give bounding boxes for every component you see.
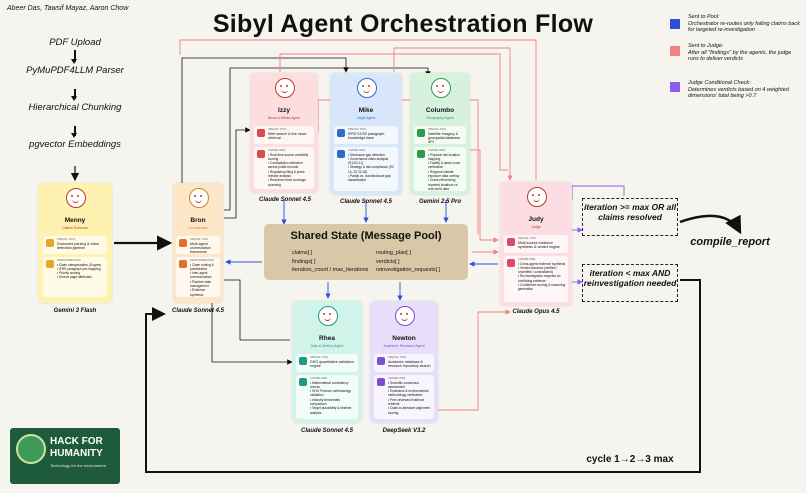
agent-role: News & Media Agent (267, 116, 301, 120)
tool-icon (257, 129, 265, 137)
cycle-label: cycle 1→2→3 max (586, 454, 674, 465)
agent-card-mike: Mike Legal Agent SPECIAL TOOL IFRS S1/S2… (330, 73, 402, 195)
izzy-avatar-icon (275, 78, 295, 98)
list-icon (337, 150, 345, 158)
agent-name: Izzy (278, 107, 290, 114)
compile-report: compile_report (690, 236, 770, 248)
legend-swatch-conditional (670, 82, 680, 92)
responsibilities: RESPONSIBILITIES Claim routing & priorit… (176, 257, 220, 297)
agent-card-bron: Bron Orchestrator SPECIAL TOOL Multi-age… (173, 183, 223, 303)
responsibilities: RESPONSIBILITIES Claim categorization (5… (43, 257, 107, 297)
pipeline-step-embeddings: pgvector Embeddings (29, 139, 121, 150)
menny-avatar-icon (66, 188, 86, 208)
pipeline-step-chunking: Hierarchical Chunking (28, 102, 122, 113)
list-icon (377, 378, 385, 386)
rhea-avatar-icon (318, 306, 338, 326)
agent-name: Mike (358, 107, 374, 114)
agent-name: Bron (190, 217, 206, 224)
agent-name: Menny (64, 217, 86, 224)
pipeline-arrow (71, 126, 77, 138)
legend-pool: Sent to Pool:Orchestrator re-routes only… (688, 14, 800, 34)
legend-conditional: Judge Conditional Check:Determines verdi… (688, 80, 789, 100)
agent-role: Legal Agent (356, 116, 376, 120)
tool-icon (377, 357, 385, 365)
tool-icon (337, 129, 345, 137)
legend-swatch-pool (670, 19, 680, 29)
special-tool: SPECIAL TOOL Multi-agent orchestration f… (176, 236, 220, 254)
columbo-avatar-icon (431, 78, 451, 98)
capabilities: CAPABILITIES Cross-agent evidence synthe… (504, 256, 568, 302)
tool-icon (417, 129, 425, 137)
pool-left-fields: claims[ ] findings[ ] iteration_count / … (292, 250, 369, 273)
agent-card-newton: Newton Academic Research Agent SPECIAL T… (370, 301, 438, 423)
special-tool: SPECIAL TOOL GHG quantitative validation… (296, 354, 358, 372)
pipeline-step-pdf-upload: PDF Upload (49, 37, 101, 48)
pool-title: Shared State (Message Pool) (290, 230, 442, 242)
bron-avatar-icon (189, 188, 209, 208)
special-tool: SPECIAL TOOL Web search & live news retr… (254, 126, 314, 144)
special-tool: SPECIAL TOOL Multi-source evidence synth… (504, 235, 568, 253)
model-menny: Gemini 3 Flash (53, 308, 97, 314)
agent-role: Orchestrator (188, 226, 208, 230)
agent-name: Newton (392, 335, 416, 342)
authors: Abeer Das, Tawsif Mayaz, Aaron Chow (7, 5, 129, 12)
special-tool: SPECIAL TOOL Document parsing & claim de… (43, 236, 107, 254)
newton-avatar-icon (395, 306, 415, 326)
model-judy: Claude Opus 4.5 (512, 309, 560, 315)
model-bron: Claude Sonnet 4.5 (171, 308, 224, 314)
pipeline-arrow (71, 50, 77, 64)
model-izzy: Claude Sonnet 4.5 (258, 197, 311, 203)
agent-role: Claims Extractor (62, 226, 88, 230)
legend-judge: Sent to Judge:After all "findings" by th… (688, 43, 792, 63)
list-icon (299, 378, 307, 386)
agent-name: Judy (528, 216, 544, 223)
pipeline-arrow (71, 89, 77, 101)
capabilities: CAPABILITIES Disclosure gap detectionGov… (334, 147, 398, 191)
agent-card-judy: Judy Judge SPECIAL TOOL Multi-source evi… (500, 182, 572, 306)
agent-role: Data & Metrics Agent (310, 344, 344, 348)
hack-for-humanity-logo: HACK FOR HUMANITY Technology for the env… (10, 428, 120, 484)
agent-card-izzy: Izzy News & Media Agent SPECIAL TOOL Web… (250, 73, 318, 193)
list-icon (46, 260, 54, 268)
tool-icon (507, 238, 515, 246)
agent-card-rhea: Rhea Data & Metrics Agent SPECIAL TOOL G… (292, 301, 362, 423)
condition-resolved: iteration >= max OR all claims resolved (582, 198, 678, 236)
agent-name: Rhea (319, 335, 335, 342)
agent-card-columbo: Columbo Geography Agent SPECIAL TOOL Sat… (410, 73, 470, 195)
tool-icon (179, 239, 187, 247)
page-title: Sibyl Agent Orchestration Flow (212, 10, 594, 38)
agent-role: Academic Research Agent (383, 344, 425, 348)
globe-icon (16, 434, 46, 464)
capabilities: CAPABILITIES Real-time source credibilit… (254, 147, 314, 189)
shared-state-pool: Shared State (Message Pool) claims[ ] fi… (264, 224, 468, 280)
model-newton: DeepSeek V3.2 (382, 428, 426, 434)
capabilities: CAPABILITIES Physical risk location mapp… (414, 147, 466, 191)
pipeline-step-parser: PyMuPDF4LLM Parser (26, 65, 124, 76)
special-tool: SPECIAL TOOL Satellite imagery & geospat… (414, 126, 466, 144)
agent-name: Columbo (425, 107, 455, 114)
model-mike: Claude Sonnet 4.5 (339, 199, 392, 205)
agent-role: Judge (531, 225, 541, 229)
mike-avatar-icon (357, 78, 377, 98)
special-tool: SPECIAL TOOL IFRS S1/S2 paragraph knowle… (334, 126, 398, 144)
model-rhea: Claude Sonnet 4.5 (300, 428, 353, 434)
condition-reinvestigate: iteration < max AND reinvestigation need… (582, 264, 678, 302)
special-tool: SPECIAL TOOL Academic database & researc… (374, 354, 434, 372)
legend-swatch-judge (670, 46, 680, 56)
agent-card-menny: Menny Claims Extractor SPECIAL TOOL Docu… (38, 183, 112, 303)
list-icon (257, 150, 265, 158)
capabilities: CAPABILITIES Mathematical consistency ch… (296, 375, 358, 419)
list-icon (417, 150, 425, 158)
judy-avatar-icon (527, 187, 547, 207)
model-columbo: Gemini 2.5 Pro (418, 199, 461, 205)
pool-right-fields: routing_plan[ ] verdicts[ ] reinvestigat… (376, 250, 441, 273)
list-icon (179, 260, 187, 268)
tool-icon (299, 357, 307, 365)
list-icon (507, 259, 515, 267)
tool-icon (46, 239, 54, 247)
agent-role: Geography Agent (426, 116, 454, 120)
capabilities: CAPABILITIES Scientific consensus assess… (374, 375, 434, 419)
